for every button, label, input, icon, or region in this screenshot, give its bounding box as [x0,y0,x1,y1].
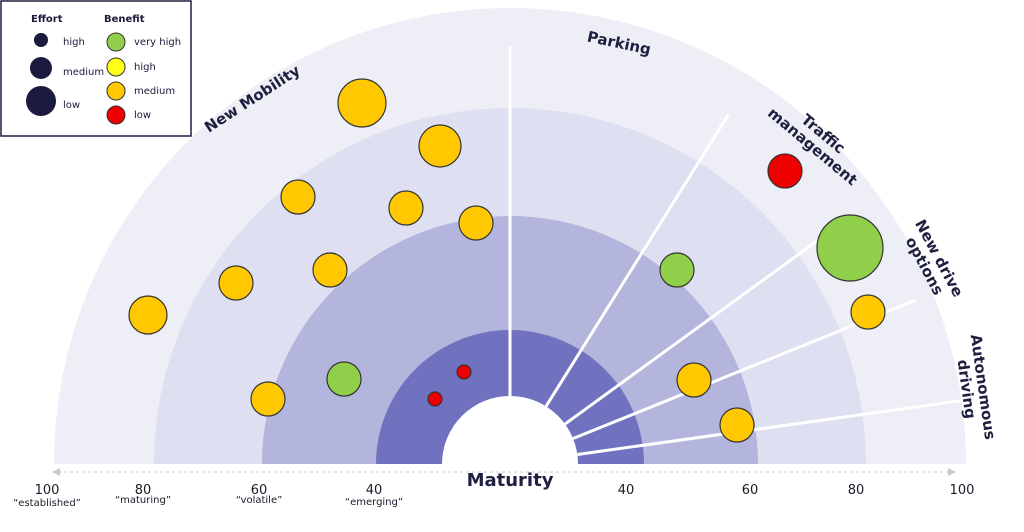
benefit-very-high-swatch [106,32,126,52]
bubbles [128,78,886,443]
tick-right-60: 60 [742,483,759,498]
segment-dividers [508,46,966,457]
bubble-new-mobility-11 [326,361,362,397]
bubble-new-mobility-8 [418,124,462,168]
tick-sub-maturing: “maturing” [115,495,171,506]
tick-right-40: 40 [618,483,635,498]
benefit-medium-swatch [106,81,126,101]
axis-arrow-left [52,468,60,476]
maturity-axis: Maturity 100 “established” 80 “maturing”… [13,468,974,509]
bubble-new-mobility-7 [458,205,494,241]
bubble-traffic-management-15 [767,153,803,189]
effort-medium-swatch [30,57,52,79]
bubble-new-mobility-13 [427,391,443,407]
benefit-low-label: low [134,110,151,121]
bubble-new-mobility-6 [388,190,424,226]
effort-low-swatch [26,86,56,116]
bubble-new-mobility-3 [280,179,316,215]
bubble-new-mobility-2 [337,78,387,128]
bubble-new-mobility-1 [128,295,168,335]
effort-medium-label: medium [63,67,104,78]
tick-sub-volatile: “volatile” [236,495,283,506]
benefit-medium-label: medium [134,86,175,97]
legend-effort-title: Effort [31,14,63,25]
benefit-high-swatch [106,57,126,77]
tick-sub-established: “established” [13,498,81,509]
benefit-high-label: high [134,62,156,73]
bubble-new-mobility-9 [250,381,286,417]
effort-high-label: high [63,37,85,48]
tick-left-80: 80 [135,483,152,498]
tick-sub-emerging: “emerging” [345,497,403,508]
effort-low-label: low [63,100,80,111]
tick-right-100: 100 [950,483,975,498]
tick-left-100: 100 [35,483,60,498]
divider-autonomous-edge [577,398,966,457]
bubble-new-mobility-12 [456,364,472,380]
divider-traffic-drive [564,217,850,426]
axis-arrow-right [948,468,956,476]
tick-left-60: 60 [251,483,268,498]
legend-benefit-title: Benefit [104,14,145,25]
bubble-autonomous-driving-18 [676,362,712,398]
effort-high-swatch [34,33,48,47]
bubble-autonomous-driving-19 [719,407,755,443]
legend: Effort Benefit high medium low very high… [0,0,192,137]
bubble-new-mobility-4 [218,265,254,301]
bubble-parking-14 [659,252,695,288]
benefit-very-high-label: very high [134,37,181,48]
axis-title: Maturity [467,470,554,491]
bubble-new-mobility-5 [312,252,348,288]
bubble-new-drive-options-16 [816,214,884,282]
tick-left-40: 40 [366,483,383,498]
benefit-low-swatch [106,105,126,125]
tick-right-80: 80 [848,483,865,498]
center-hole [442,396,578,464]
bubble-new-drive-options-17 [850,294,886,330]
divider-parking-traffic [544,113,730,408]
